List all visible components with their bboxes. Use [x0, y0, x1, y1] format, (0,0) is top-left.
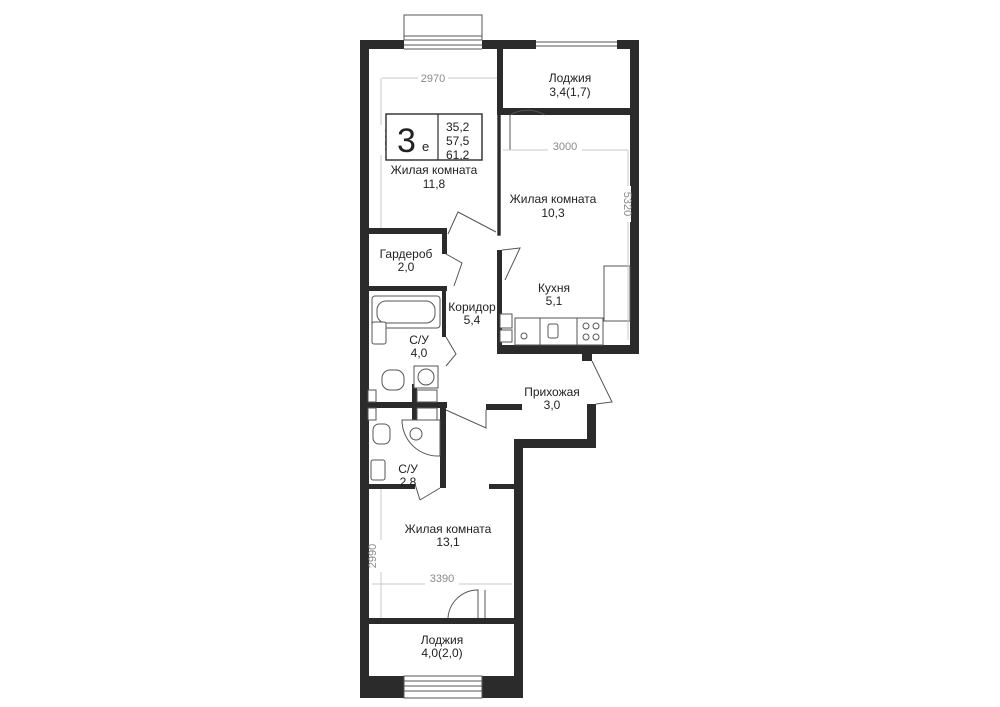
room-loggia-bottom: Лоджия 4,0(2,0)	[421, 633, 464, 660]
room-area: 5,4	[464, 313, 481, 327]
dimension-top-right-width: 3000	[503, 140, 628, 153]
room-corridor: Коридор 5,4	[448, 300, 496, 327]
room-name: Лоджия	[421, 633, 464, 647]
room-bath-top: С/У 4,0	[409, 333, 429, 360]
room-area: 11,8	[423, 177, 446, 191]
room-bath-bottom: С/У 2,8	[398, 462, 418, 489]
room-area: 3,0	[544, 398, 561, 412]
room-name: С/У	[409, 333, 429, 347]
windows	[403, 14, 617, 699]
washer-boxes	[416, 389, 438, 421]
room-name: С/У	[398, 462, 418, 476]
room-name: Жилая комната	[391, 163, 478, 177]
bathtub	[371, 295, 441, 329]
badge-area-living: 35,2	[446, 120, 470, 134]
toilet-top	[381, 369, 405, 391]
doors	[414, 109, 613, 619]
room-hallway: Прихожая 3,0	[524, 385, 580, 412]
room-name: Прихожая	[524, 385, 580, 399]
room-loggia-top: Лоджия 3,4(1,7)	[549, 71, 592, 99]
room-name: Гардероб	[380, 247, 433, 261]
room-area: 2,8	[400, 475, 417, 489]
dimension-bottom-width: 3390	[372, 573, 512, 585]
dim-2990: 2990	[367, 544, 379, 568]
room-name: Жилая комната	[510, 192, 597, 206]
dim-2970: 2970	[421, 73, 445, 85]
room-area: 10,3	[541, 206, 565, 220]
room-area: 4,0	[411, 346, 428, 360]
badge-suffix: е	[422, 139, 429, 154]
kitchen-boxes	[499, 313, 513, 343]
dimension-bottom-height: 2990	[367, 489, 383, 618]
bath-sink	[371, 321, 387, 345]
dimension-top-left-width: 2970	[382, 72, 497, 85]
badge-area-total: 57,5	[446, 134, 470, 148]
apartment-badge: 3 е 35,2 57,5 61,2	[385, 113, 483, 162]
dim-3000: 3000	[553, 141, 577, 153]
small-fixtures	[367, 389, 377, 421]
room-living-top-right: Жилая комната 10,3	[510, 192, 597, 220]
room-area: 4,0(2,0)	[421, 646, 462, 660]
toilet-bottom	[372, 423, 391, 445]
room-area: 13,1	[436, 535, 460, 549]
room-name: Кухня	[538, 281, 570, 295]
room-area: 5,1	[546, 294, 563, 308]
room-living-top-left: Жилая комната 11,8	[391, 163, 478, 191]
room-kitchen: Кухня 5,1	[538, 281, 570, 308]
washer-top	[413, 365, 439, 389]
interior-walls	[369, 49, 630, 624]
dimension-top-right-height: 5320	[617, 150, 633, 340]
room-name: Лоджия	[549, 71, 592, 85]
room-area: 3,4(1,7)	[549, 85, 590, 99]
room-wardrobe: Гардероб 2,0	[380, 247, 433, 274]
kitchen-counter	[514, 265, 631, 346]
badge-area-with-loggia: 61,2	[446, 148, 470, 162]
dim-5320: 5320	[621, 192, 633, 216]
room-area: 2,0	[398, 260, 415, 274]
sink-bottom	[370, 459, 386, 481]
badge-room-count: 3	[397, 122, 416, 160]
outer-walls	[360, 40, 639, 698]
dim-3390: 3390	[430, 573, 454, 585]
room-living-bottom: Жилая комната 13,1	[405, 522, 492, 549]
room-name: Жилая комната	[405, 522, 492, 536]
room-name: Коридор	[448, 300, 496, 314]
shower-bottom	[401, 419, 441, 457]
